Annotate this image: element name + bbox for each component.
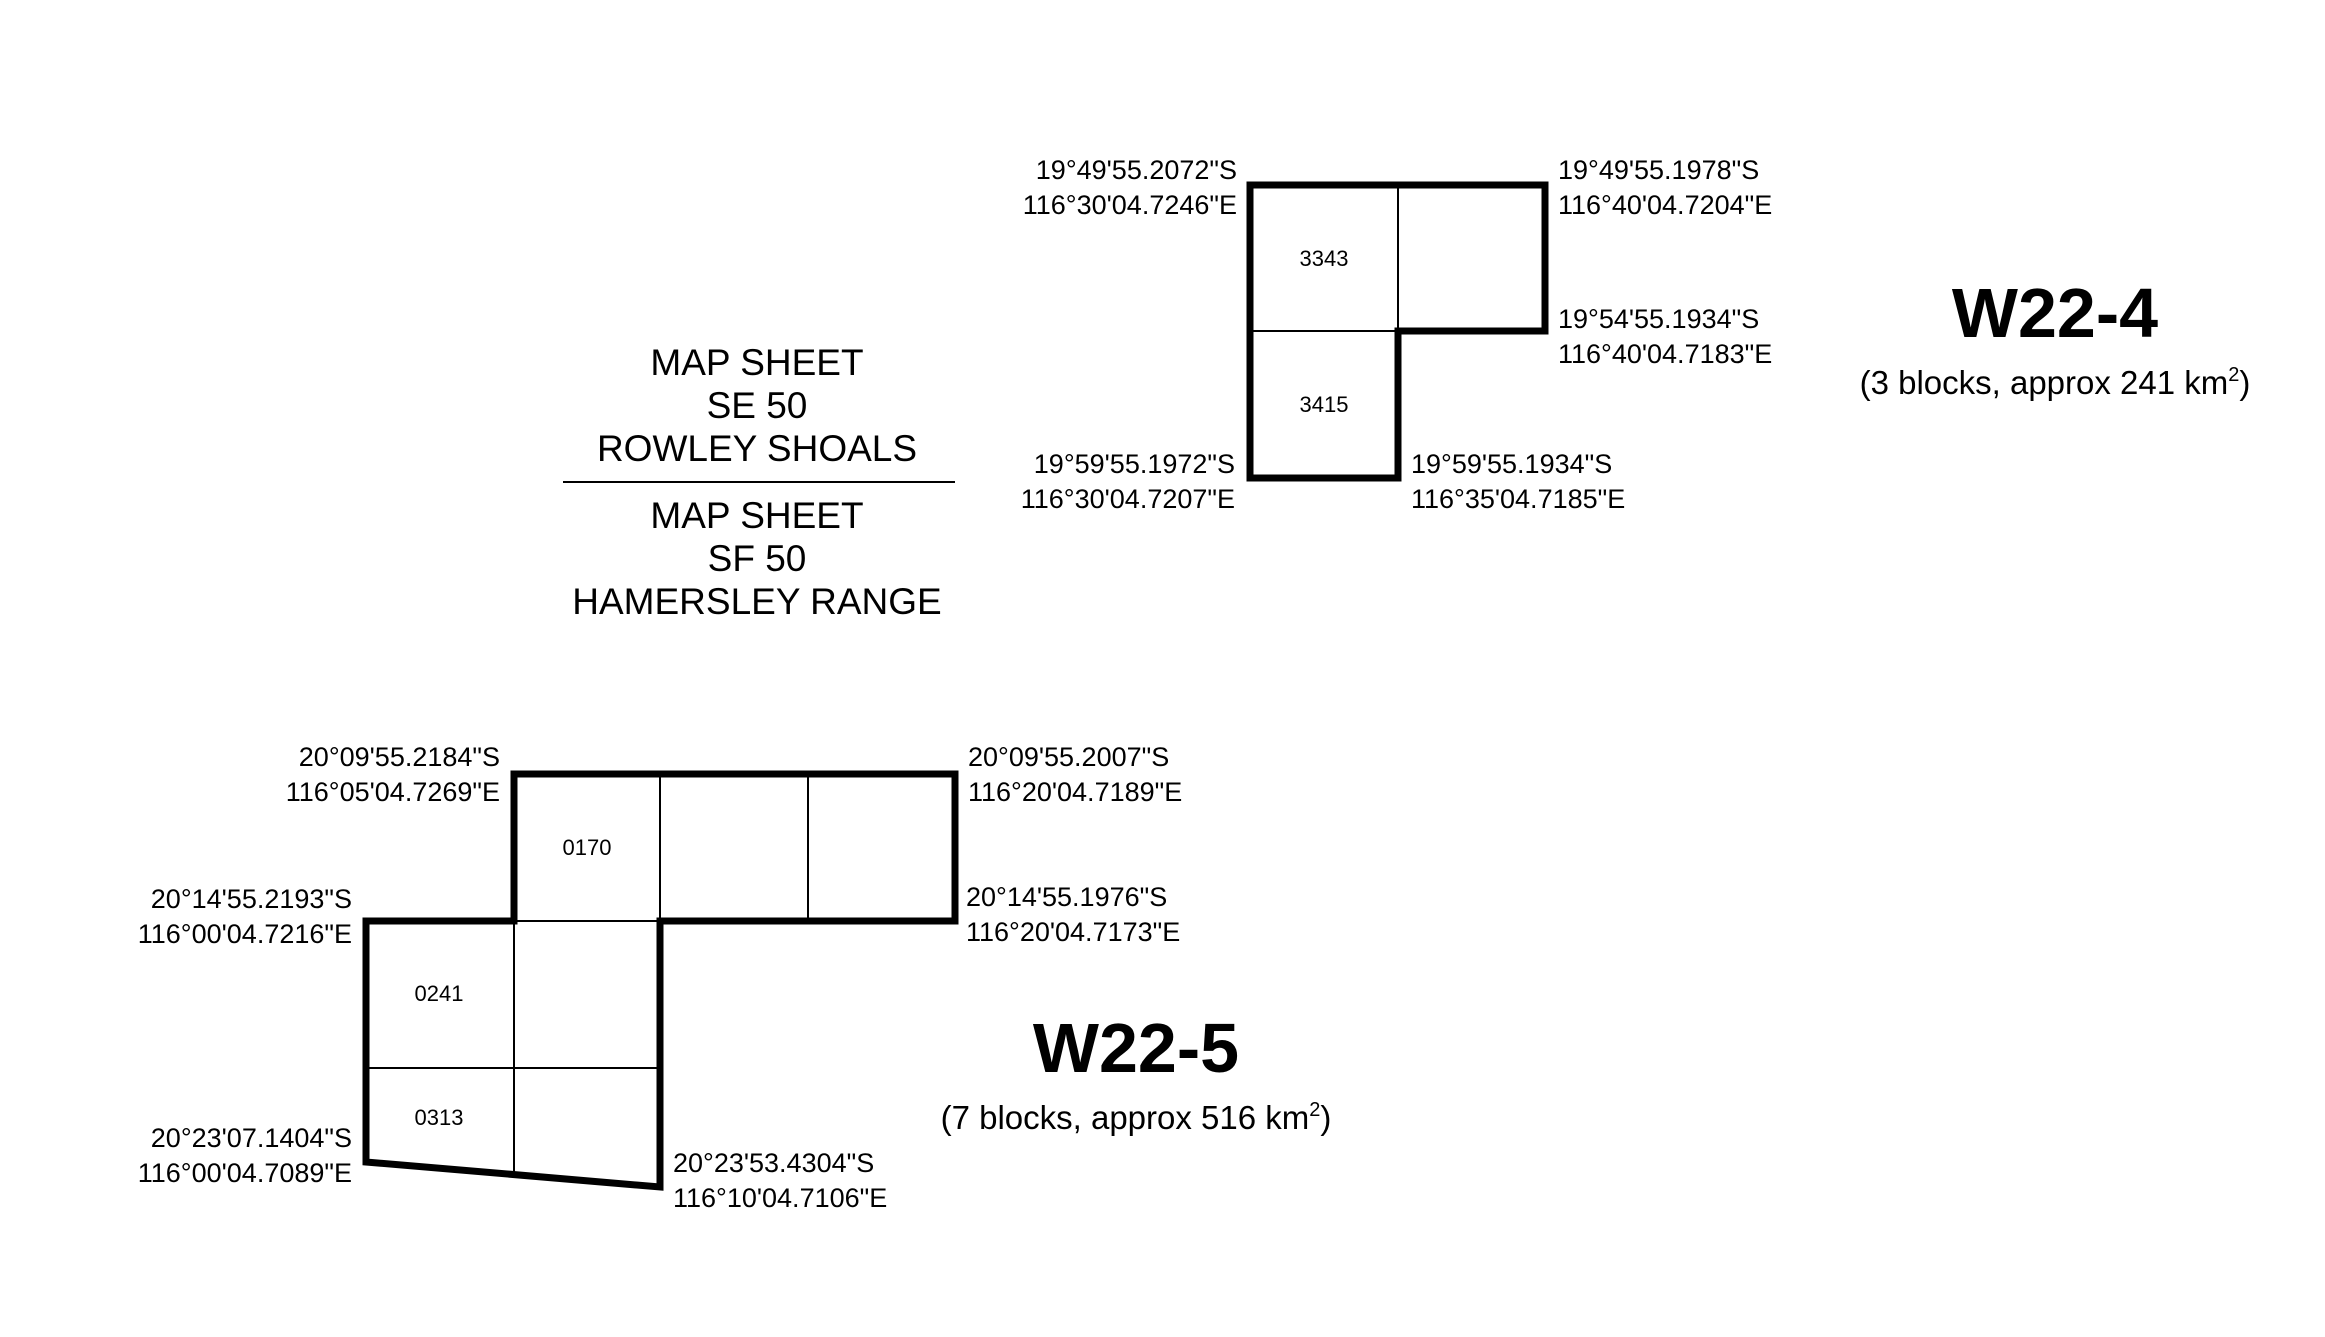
w22-5-bottom-right-lon: 116°10'04.7106"E: [673, 1183, 887, 1213]
w22-5-title: W22-5: [1033, 1009, 1239, 1087]
w22-5-top-left-lat: 20°09'55.2184"S: [299, 742, 500, 772]
w22-5-title-group: W22-5 (7 blocks, approx 516 km2): [941, 1009, 1332, 1136]
w22-5-top-right-lat: 20°09'55.2007"S: [968, 742, 1169, 772]
w22-4-area: 3343 3415 19°49'55.2072"S 116°30'04.7246…: [1021, 155, 1772, 514]
w22-4-title-group: W22-4 (3 blocks, approx 241 km2): [1860, 274, 2251, 401]
w22-4-bottom-right-lon: 116°35'04.7185"E: [1411, 484, 1625, 514]
w22-4-top-right-lat: 19°49'55.1978"S: [1558, 155, 1759, 185]
w22-5-right-mid-lat: 20°14'55.1976"S: [966, 882, 1167, 912]
w22-5-subtitle: (7 blocks, approx 516 km2): [941, 1099, 1332, 1136]
w22-4-block-3343: 3343: [1300, 246, 1349, 271]
w22-5-block-0313: 0313: [415, 1105, 464, 1130]
map-sheet-lower-line1: MAP SHEET: [650, 495, 863, 536]
w22-5-subtitle-superscript: 2: [1309, 1099, 1320, 1121]
w22-4-subtitle-text: (3 blocks, approx 241 km: [1860, 364, 2229, 401]
w22-5-top-left-lon: 116°05'04.7269"E: [286, 777, 500, 807]
w22-5-bottom-left-lon: 116°00'04.7089"E: [138, 1158, 352, 1188]
map-sheet-upper-line1: MAP SHEET: [650, 342, 863, 383]
w22-4-right-mid-lat: 19°54'55.1934"S: [1558, 304, 1759, 334]
w22-5-right-mid-lon: 116°20'04.7173"E: [966, 917, 1180, 947]
map-sheet-labels: MAP SHEET SE 50 ROWLEY SHOALS MAP SHEET …: [563, 342, 955, 622]
map-sheet-upper-name: ROWLEY SHOALS: [597, 428, 917, 469]
w22-5-bottom-right-lat: 20°23'53.4304"S: [673, 1148, 874, 1178]
w22-5-left-mid-lon: 116°00'04.7216"E: [138, 919, 352, 949]
map-sheet-lower-code: SF 50: [708, 538, 807, 579]
w22-4-bottom-left-lon: 116°30'04.7207"E: [1021, 484, 1235, 514]
w22-4-top-left-lon: 116°30'04.7246"E: [1023, 190, 1237, 220]
w22-4-block-3415: 3415: [1300, 392, 1349, 417]
w22-5-block-0170: 0170: [563, 835, 612, 860]
w22-5-bottom-left-lat: 20°23'07.1404"S: [151, 1123, 352, 1153]
w22-5-left-mid-lat: 20°14'55.2193"S: [151, 884, 352, 914]
w22-4-subtitle: (3 blocks, approx 241 km2): [1860, 364, 2251, 401]
w22-4-subtitle-close: ): [2239, 364, 2250, 401]
w22-4-bottom-left-lat: 19°59'55.1972"S: [1034, 449, 1235, 479]
w22-4-outline: [1246, 181, 1549, 482]
w22-4-top-left-lat: 19°49'55.2072"S: [1036, 155, 1237, 185]
w22-5-block-0241: 0241: [415, 981, 464, 1006]
map-sheet-lower-name: HAMERSLEY RANGE: [572, 581, 941, 622]
w22-5-subtitle-text: (7 blocks, approx 516 km: [941, 1099, 1310, 1136]
w22-4-bottom-right-lat: 19°59'55.1934"S: [1411, 449, 1612, 479]
w22-5-top-right-lon: 116°20'04.7189"E: [968, 777, 1182, 807]
w22-5-subtitle-close: ): [1320, 1099, 1331, 1136]
w22-5-outline: [362, 770, 959, 1191]
w22-4-right-mid-lon: 116°40'04.7183"E: [1558, 339, 1772, 369]
w22-4-title: W22-4: [1952, 274, 2158, 352]
w22-5-area: 0170 0241 0313 20°09'55.2184"S 116°05'04…: [138, 742, 1182, 1213]
w22-4-subtitle-superscript: 2: [2228, 364, 2239, 386]
w22-4-top-right-lon: 116°40'04.7204"E: [1558, 190, 1772, 220]
map-sheet-upper-code: SE 50: [707, 385, 808, 426]
